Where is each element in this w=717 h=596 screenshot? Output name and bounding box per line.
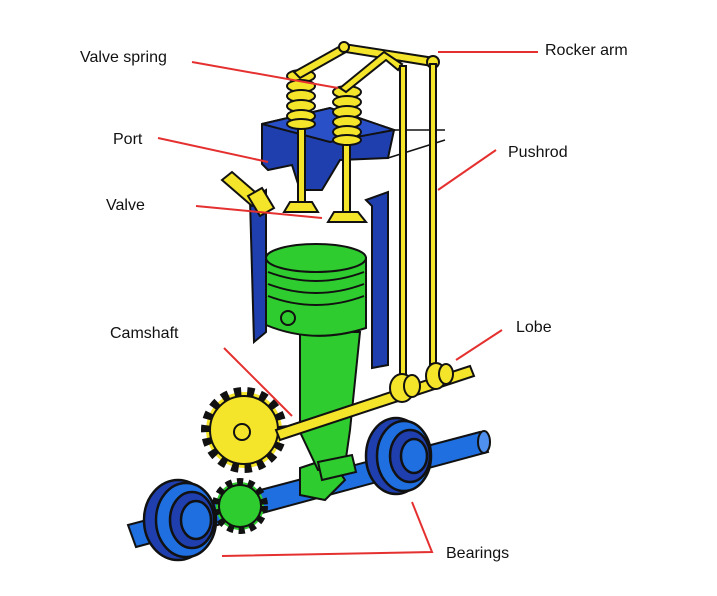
crankshaft-end xyxy=(477,430,491,454)
cam-gear xyxy=(201,387,287,473)
pushrod-right xyxy=(429,63,437,365)
label-valve-spring: Valve spring xyxy=(80,49,167,66)
valve-head-right xyxy=(326,211,369,223)
pushrods xyxy=(399,63,437,377)
label-camshaft: Camshaft xyxy=(110,325,179,342)
bearing-right xyxy=(364,416,433,496)
pushrod-left xyxy=(399,65,407,377)
piston-pin xyxy=(280,310,296,326)
cam-rod xyxy=(274,362,476,442)
valve-head-left xyxy=(282,201,320,213)
label-lobe: Lobe xyxy=(516,319,552,336)
leader-lines xyxy=(157,51,538,557)
label-valve: Valve xyxy=(106,197,145,214)
leader-bearings xyxy=(221,501,434,557)
label-bearings: Bearings xyxy=(446,545,509,562)
leader-valve xyxy=(195,205,323,219)
leader-camshaft xyxy=(223,347,293,417)
label-pushrod: Pushrod xyxy=(508,144,568,161)
bearing-left xyxy=(142,478,218,562)
rocker-arm-right xyxy=(338,50,404,94)
leader-port xyxy=(157,137,269,163)
crank-gear xyxy=(212,478,268,534)
spark-plug xyxy=(220,170,276,218)
connecting-rod xyxy=(299,331,362,482)
leader-lobe xyxy=(455,329,503,361)
valve-stem-left xyxy=(297,117,306,203)
label-rocker-arm: Rocker arm xyxy=(545,42,628,59)
valve-spring-right xyxy=(332,85,362,146)
piston xyxy=(265,243,367,337)
label-port: Port xyxy=(113,131,143,148)
leader-pushrod xyxy=(437,149,497,191)
labels: Valve spring Rocker arm Port Pushrod Val… xyxy=(80,42,628,562)
leader-valve-spring xyxy=(191,61,339,89)
